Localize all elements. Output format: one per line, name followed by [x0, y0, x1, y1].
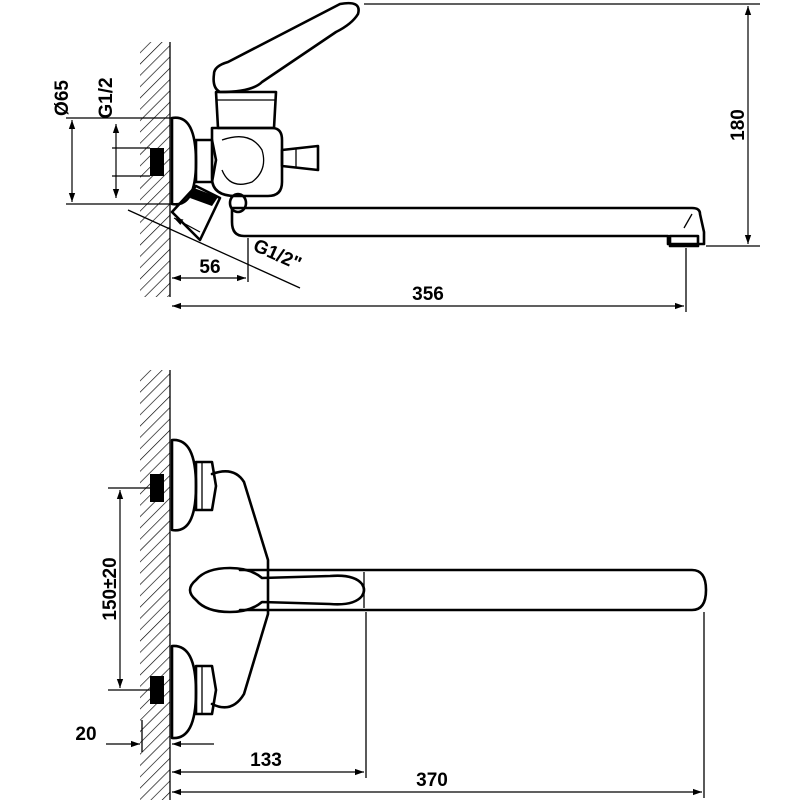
dim-offset-label: 56 [199, 257, 220, 278]
side-lever-handle [212, 1, 360, 94]
dim-offset: 56 [172, 238, 249, 282]
top-thread-lower [150, 676, 164, 704]
side-hex-nut [194, 138, 218, 184]
dim-wall: 20 [75, 720, 214, 752]
dim-thread-top: G1/2 [96, 77, 120, 198]
top-nut-upper [194, 460, 218, 512]
dim-handle: 133 [172, 612, 367, 778]
top-thread-upper [150, 474, 164, 502]
top-lever-handle [188, 566, 366, 614]
top-flange-upper [170, 438, 198, 532]
side-cartridge-cap [214, 90, 278, 130]
dim-height-label: 180 [728, 109, 749, 141]
dim-top-length: 370 [172, 612, 705, 798]
top-view: 150±20 20 133 370 [75, 370, 708, 800]
side-aerator [668, 234, 700, 248]
top-spout [238, 568, 708, 612]
dim-diameter-label: Ø65 [52, 80, 73, 116]
dim-handle-label: 133 [250, 750, 282, 771]
side-thread-stub [150, 148, 164, 176]
dim-side-length-label: 356 [412, 284, 444, 305]
dim-spacing-label: 150±20 [100, 557, 121, 620]
side-mixer-body [210, 126, 284, 198]
dim-height: 180 [364, 3, 760, 247]
dim-wall-label: 20 [75, 724, 96, 745]
dim-side-length: 356 [172, 248, 687, 312]
side-eccentric-connector [170, 184, 222, 242]
top-mixer-body [210, 470, 270, 709]
dim-diameter: Ø65 [52, 80, 172, 205]
dim-thread-top-label: G1/2 [96, 77, 117, 118]
dim-spacing: 150±20 [100, 487, 150, 691]
side-spout [230, 206, 706, 246]
side-view: Ø65 G1/2 180 G1/2" 56 [52, 1, 760, 312]
top-flange-lower [170, 644, 198, 740]
side-diverter-knob [280, 144, 320, 172]
top-nut-lower [194, 664, 218, 716]
dim-top-length-label: 370 [416, 770, 448, 791]
top-wall-hatch [140, 370, 170, 800]
